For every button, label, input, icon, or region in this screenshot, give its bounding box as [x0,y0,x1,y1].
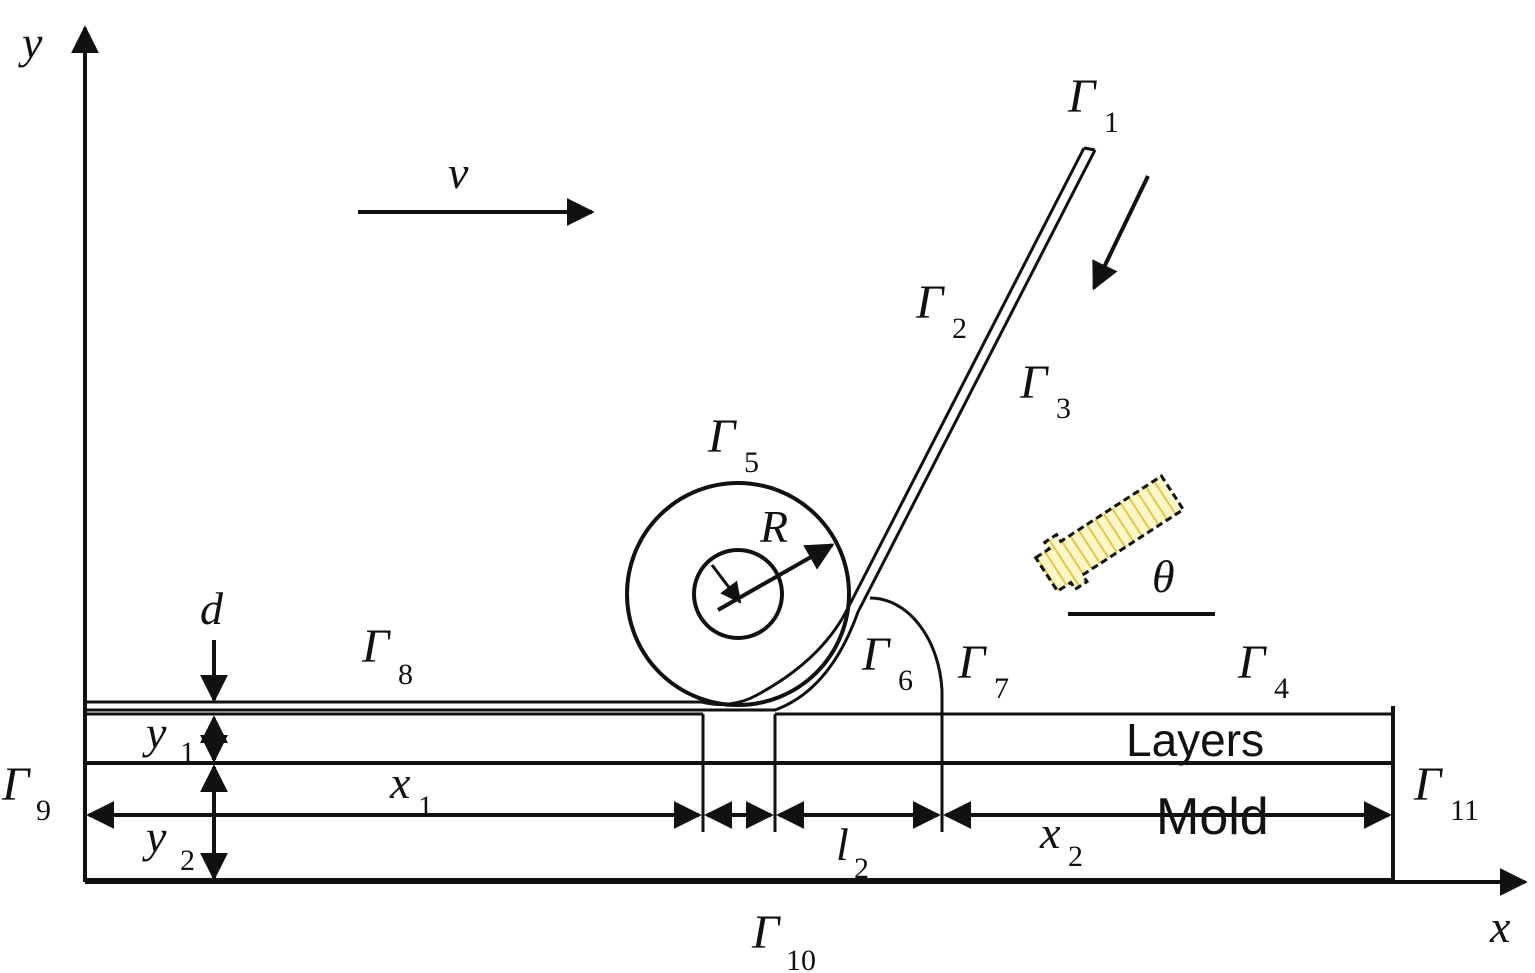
label-gamma-9: Γ 9 [1,758,51,827]
label-gamma-8: Γ 8 [361,620,413,691]
svg-text:Γ: Γ [707,410,737,463]
x-axis-label: x [1489,901,1511,952]
label-x2: x 2 [1039,807,1083,873]
label-gamma-2: Γ 2 [915,276,967,345]
roller-hub [692,548,784,640]
svg-text:l: l [836,819,849,870]
g6-g7-arc [869,596,944,691]
thickness-label: d [200,583,224,634]
svg-text:Γ: Γ [361,620,391,673]
label-gamma-4: Γ 4 [1237,636,1289,705]
label-gamma-11: Γ 11 [1413,758,1479,827]
svg-text:x: x [1039,807,1061,858]
svg-text:Γ: Γ [1019,356,1049,409]
roller [625,481,851,707]
radius-arrow [717,543,835,612]
tape-inner [85,149,1097,712]
svg-text:Γ: Γ [751,906,781,959]
svg-text:7: 7 [994,672,1009,705]
svg-text:11: 11 [1450,794,1479,827]
svg-text:Γ: Γ [861,628,891,681]
svg-text:y: y [142,707,167,758]
heater-block [1033,473,1186,594]
svg-text:9: 9 [36,794,51,827]
label-gamma-6: Γ 6 [861,628,913,697]
svg-text:5: 5 [744,446,759,479]
svg-text:10: 10 [786,944,816,973]
svg-text:1: 1 [418,790,433,823]
svg-text:1: 1 [180,736,195,769]
label-gamma-3: Γ 3 [1019,356,1071,425]
svg-text:2: 2 [1068,840,1083,873]
label-y1: y 1 [142,707,195,769]
svg-text:Γ: Γ [1413,758,1443,811]
tape-end [1083,146,1096,152]
angle-label: θ [1152,551,1175,602]
svg-text:Γ: Γ [1067,70,1097,123]
svg-text:8: 8 [398,658,413,691]
svg-text:Γ: Γ [957,636,987,689]
label-gamma-7: Γ 7 [957,636,1009,705]
y-axis-label: y [18,17,43,68]
mold-label: Mold [1156,788,1269,846]
svg-text:3: 3 [1056,392,1071,425]
svg-text:1: 1 [1104,106,1119,139]
svg-text:4: 4 [1274,672,1289,705]
label-gamma-10: Γ 10 [751,906,816,973]
tape-outer [85,147,1086,706]
feed-arrow [1092,175,1150,291]
label-gamma-1: Γ 1 [1067,70,1119,139]
svg-text:2: 2 [952,312,967,345]
layers-label: Layers [1126,714,1264,766]
label-gamma-5: Γ 5 [707,410,759,479]
svg-text:y: y [142,811,167,862]
svg-text:2: 2 [854,852,869,885]
radius-label: R [759,501,788,552]
svg-text:Γ: Γ [1,758,31,811]
label-l2: l 2 [836,819,869,885]
velocity-label: v [448,147,469,198]
svg-text:2: 2 [180,844,195,877]
svg-text:6: 6 [898,664,913,697]
svg-text:Γ: Γ [915,276,945,329]
svg-text:Γ: Γ [1237,636,1267,689]
hub-arrow [710,564,742,604]
label-y2: y 2 [142,811,195,877]
label-x1: x 1 [389,757,433,823]
svg-text:x: x [389,757,411,808]
